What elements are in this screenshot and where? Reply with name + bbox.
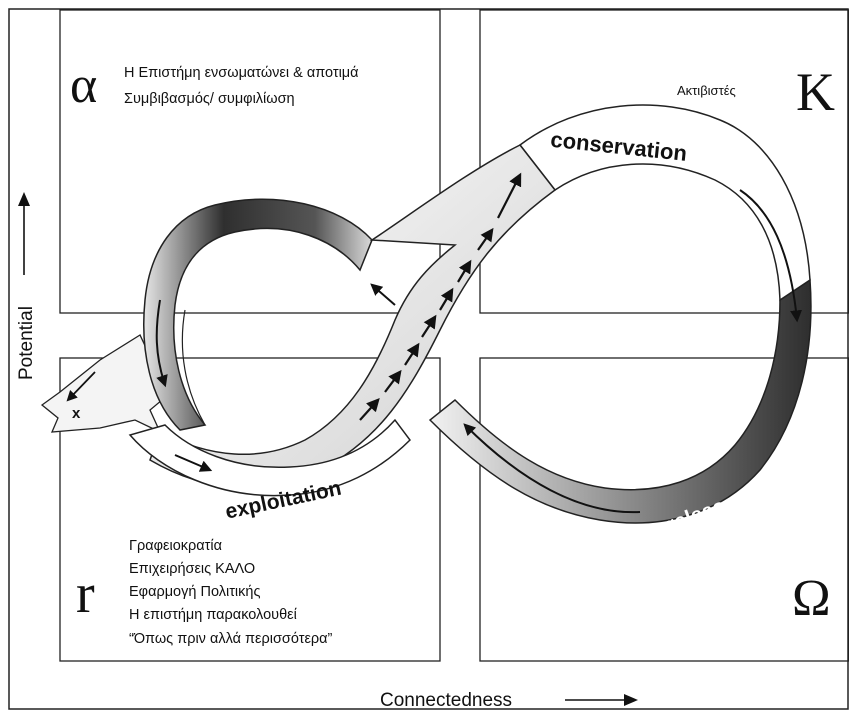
forward-arrows (359, 172, 522, 421)
r-line-2: Επιχειρήσεις ΚΑΛΟ (129, 561, 255, 577)
r-symbol: r (76, 563, 95, 625)
y-axis-arrow-head (18, 192, 30, 206)
exploitation-band (128, 418, 411, 497)
K-symbol: K (796, 62, 835, 122)
phase-reorganization-label: reorganization (192, 251, 338, 304)
alpha-symbol: α (70, 57, 97, 114)
outer-frame (8, 8, 849, 710)
quadrant-r-box (59, 357, 441, 662)
conservation-arrow (739, 189, 803, 323)
y-axis: Potential (16, 192, 37, 380)
release-arrow (463, 423, 641, 514)
alpha-line-2: Συμβιβασμός/ συμφιλίωση (124, 91, 295, 107)
quadrant-omega-box (479, 357, 849, 662)
reorganization-arrow (370, 283, 396, 306)
r-line-3: Εφαρμογή Πολιτικής (129, 584, 260, 600)
x-axis-label: Connectedness (380, 690, 512, 711)
left-loop-arrow (155, 299, 168, 388)
exit-arrow (66, 371, 96, 402)
x-axis: Connectedness (380, 690, 638, 711)
r-line-5: “Όπως πριν αλλά περισσότερα” (129, 631, 333, 647)
K-label: Ακτιβιστές (677, 83, 736, 98)
reorganization-band (143, 198, 373, 431)
x-axis-arrow-head (624, 694, 638, 706)
omega-symbol: Ω (792, 570, 831, 627)
r-line-4: Η επιστήμη παρακολουθεί (129, 607, 298, 623)
quadrant-alpha-box (59, 9, 441, 314)
r-line-1: Γραφειοκρατία (129, 538, 222, 554)
release-band (428, 278, 812, 524)
exploitation-arrow (174, 454, 213, 472)
quadrant-K-box (479, 9, 849, 314)
alpha-line-1: Η Επιστήμη ενσωματώνει & αποτιμά (124, 65, 359, 81)
phase-exit-label: x (72, 405, 81, 422)
y-axis-label: Potential (16, 306, 37, 380)
conservation-band (518, 104, 811, 302)
exit-flag (40, 334, 169, 434)
